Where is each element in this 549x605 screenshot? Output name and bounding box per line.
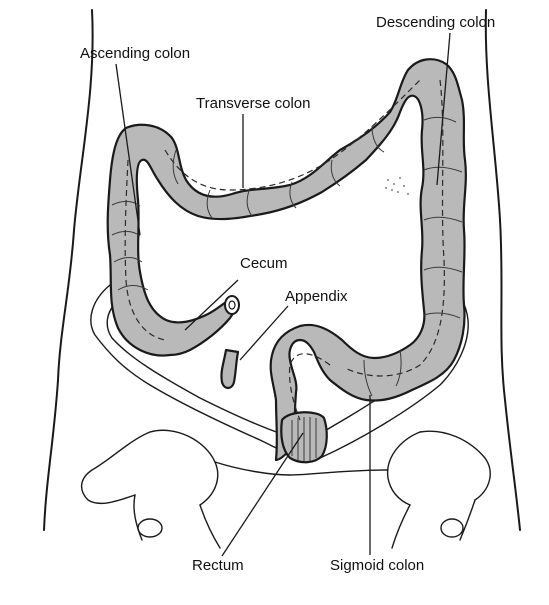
ileum-opening [225, 296, 239, 314]
label-transverse-colon: Transverse colon [196, 95, 311, 112]
label-rectum: Rectum [192, 557, 244, 574]
label-ascending-colon: Ascending colon [80, 45, 190, 62]
leader-rectum [222, 433, 303, 556]
label-cecum: Cecum [240, 255, 288, 272]
label-appendix: Appendix [285, 288, 348, 305]
appendix-shape [221, 350, 238, 388]
label-descending-colon: Descending colon [376, 14, 495, 31]
label-sigmoid-colon: Sigmoid colon [330, 557, 424, 574]
